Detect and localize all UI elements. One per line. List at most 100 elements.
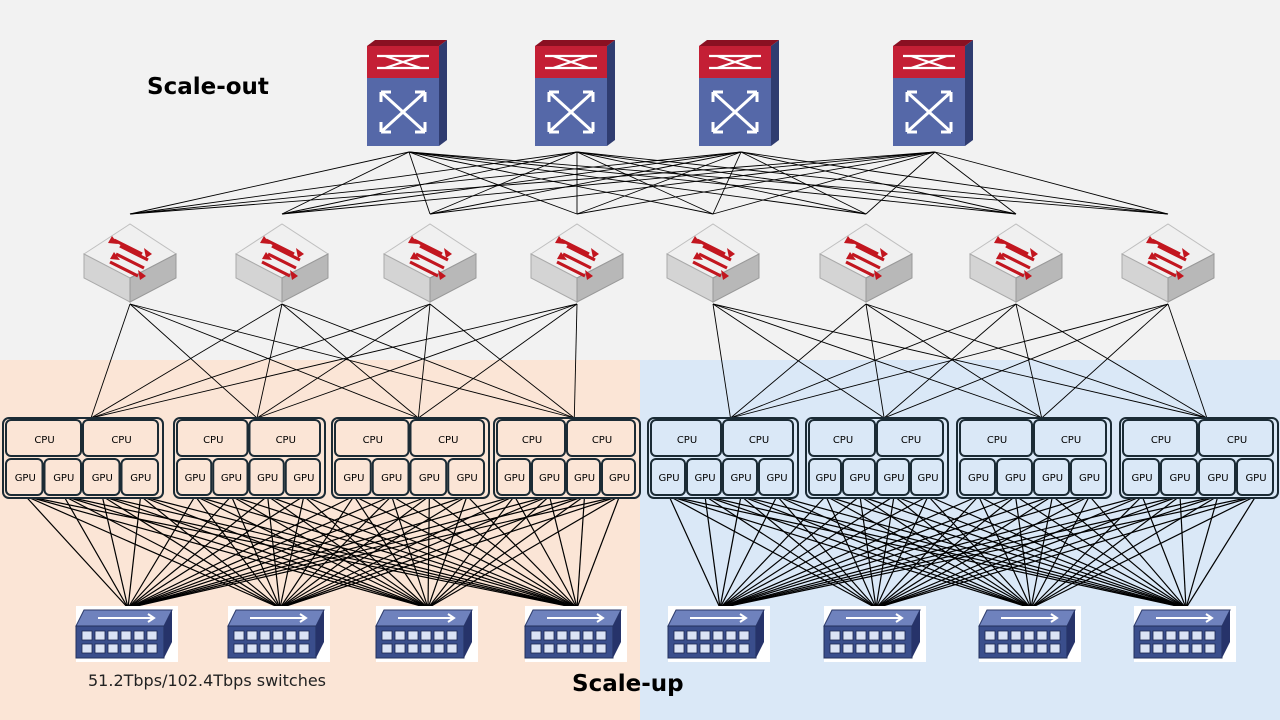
gpu-switch-link — [25, 495, 281, 609]
gpu-switch-link — [427, 495, 620, 609]
ethernet-switch-icon — [823, 606, 926, 662]
gpu-switch-link — [1030, 495, 1257, 609]
switch-port — [246, 643, 258, 654]
core-agg-link — [740, 151, 1169, 215]
switch-arrow — [250, 613, 308, 623]
gpu-switch-link — [127, 495, 392, 609]
gpu-switch-link — [127, 495, 468, 609]
switch-side-face — [1067, 610, 1075, 658]
switch-port — [842, 643, 854, 654]
switch-port — [725, 630, 737, 641]
scale-up-title: Scale-up — [572, 671, 684, 697]
crossbar-icon — [905, 90, 953, 134]
core-agg-link — [129, 151, 936, 215]
gpu-box — [758, 458, 794, 496]
cpu-box — [1033, 419, 1107, 457]
cpu-label: CPU — [1061, 435, 1081, 446]
agg-node-link — [1015, 303, 1043, 419]
ethernet-switch-icon — [524, 606, 627, 662]
gpu-label: GPU — [1079, 473, 1100, 484]
switch-arrow — [1156, 613, 1214, 623]
cpu-label: CPU — [438, 435, 458, 446]
gpu-label: GPU — [185, 473, 206, 484]
switch-port — [984, 643, 996, 654]
cpu-box — [1122, 419, 1198, 457]
switch-port — [1010, 630, 1022, 641]
switch-port — [829, 643, 841, 654]
arrow-heads — [994, 236, 1038, 280]
switch-port — [1023, 630, 1035, 641]
cpu-box — [176, 419, 249, 457]
gpu-box — [808, 458, 842, 496]
switch-port — [569, 643, 581, 654]
cpu-box — [82, 419, 159, 457]
switch-port — [738, 630, 750, 641]
gpu-label: GPU — [694, 473, 715, 484]
gpu-box — [650, 458, 686, 496]
switch-port — [285, 630, 297, 641]
gpu-switch-link — [719, 495, 895, 609]
gpu-label: GPU — [130, 473, 151, 484]
switch-port — [120, 630, 132, 641]
gpu-label: GPU — [917, 473, 938, 484]
gpu-switch-link — [25, 495, 429, 609]
gpu-switch-link — [719, 495, 778, 609]
agg-node-link — [90, 303, 431, 419]
gpu-label: GPU — [574, 473, 595, 484]
switch-port — [699, 630, 711, 641]
agg-node-link — [256, 303, 431, 419]
scale-up-switch-row — [75, 606, 1236, 662]
switch-port — [285, 643, 297, 654]
core-top-face — [367, 40, 447, 46]
switch-port — [699, 643, 711, 654]
core-agg-link — [429, 151, 936, 215]
core-side — [965, 40, 973, 146]
switch-port — [81, 630, 93, 641]
switch-side-face — [613, 610, 621, 658]
gpu-switch-link — [127, 495, 620, 609]
gpu-box — [996, 458, 1033, 496]
gpu-switch-link — [719, 495, 861, 609]
gpu-switch-link — [427, 495, 515, 609]
crossbar-icon — [711, 90, 759, 134]
gpu-switch-link — [1052, 495, 1187, 609]
gpu-switch-link — [719, 495, 1016, 609]
cpu-box — [248, 419, 321, 457]
gpu-label: GPU — [257, 473, 278, 484]
gpu-switch-link — [875, 495, 1090, 609]
core-agg-link — [408, 151, 431, 215]
gpu-switch-link — [1030, 495, 1090, 609]
switch-port — [556, 630, 568, 641]
gpu-label: GPU — [609, 473, 630, 484]
switch-port — [259, 643, 271, 654]
core-top-face — [893, 40, 973, 46]
core-agg-link — [281, 151, 578, 215]
core-agg-link — [576, 151, 936, 215]
switch-port — [556, 643, 568, 654]
switch-port — [868, 630, 880, 641]
gpu-switch-link — [719, 495, 1181, 609]
gpu-box — [566, 458, 601, 496]
switch-port — [673, 643, 685, 654]
core-agg-link — [576, 151, 742, 215]
gpu-switch-link — [513, 495, 578, 609]
gpu-label: GPU — [53, 473, 74, 484]
gpu-switch-link — [875, 495, 1181, 609]
ethernet-switch-icon — [978, 606, 1081, 662]
switch-port — [1165, 643, 1177, 654]
core-agg-link — [281, 151, 410, 215]
agg-node-link — [129, 303, 419, 419]
switch-port — [881, 643, 893, 654]
core-side — [771, 40, 779, 146]
agg-node-link — [256, 303, 283, 419]
switch-port — [1023, 643, 1035, 654]
gpu-box — [910, 458, 944, 496]
switch-port — [530, 630, 542, 641]
ethernet-switch-icon — [375, 606, 478, 662]
gpu-switch-link — [719, 495, 1143, 609]
scale-out-title: Scale-out — [147, 74, 269, 100]
arrow-icon — [409, 238, 449, 278]
core-agg-link — [865, 151, 936, 215]
switch-port — [686, 643, 698, 654]
core-agg-link — [740, 151, 1017, 215]
